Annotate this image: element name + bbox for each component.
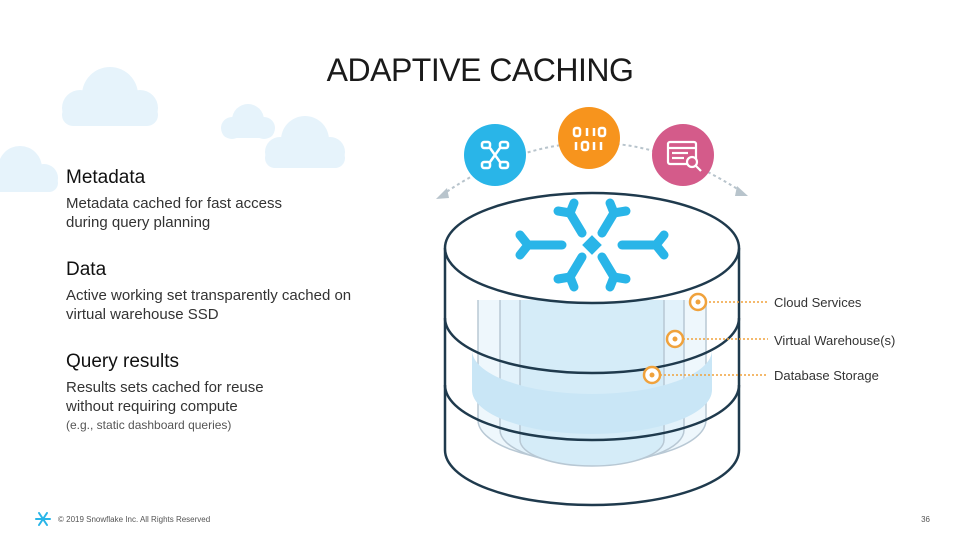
section-note: (e.g., static dashboard queries)	[66, 418, 232, 432]
layer-label-database-storage: Database Storage	[774, 368, 879, 383]
section-desc: Active working set transparently cached …	[66, 286, 351, 324]
section-metadata: Metadata Metadata cached for fast access…	[66, 167, 282, 232]
desc-line: Active working set transparently cached …	[66, 287, 352, 304]
dashboard-search-icon	[652, 124, 714, 186]
layer-leaders	[642, 292, 768, 385]
cloud-icon	[221, 104, 275, 139]
page-number: 36	[921, 515, 930, 524]
decorative-clouds	[0, 67, 345, 192]
snowflake-logo	[515, 198, 669, 292]
footer-copyright: © 2019 Snowflake Inc. All Rights Reserve…	[58, 515, 211, 524]
desc-line: Metadata cached for fast access	[66, 195, 282, 212]
desc-line: virtual warehouse SSD	[66, 306, 219, 323]
layer-label-cloud-services: Cloud Services	[774, 295, 862, 310]
footer-snowflake-icon	[35, 512, 51, 526]
section-title: Query results	[66, 351, 179, 372]
slide-title: ADAPTIVE CACHING	[326, 52, 634, 88]
cloud-icon	[265, 116, 345, 168]
desc-line: Results sets cached for reuse	[66, 379, 264, 396]
section-desc: Results sets cached for reuse without re…	[66, 378, 264, 416]
section-query-results: Query results Results sets cached for re…	[66, 351, 264, 432]
section-title: Metadata	[66, 167, 146, 188]
desc-line: without requiring compute	[66, 398, 238, 415]
binary-icon	[558, 107, 620, 169]
section-title: Data	[66, 259, 107, 280]
layer-label-virtual-warehouse: Virtual Warehouse(s)	[774, 333, 896, 348]
cloud-icon	[62, 67, 158, 126]
arrow-head-left	[436, 188, 449, 199]
section-data: Data Active working set transparently ca…	[66, 259, 351, 324]
cloud-icon	[0, 146, 58, 192]
section-desc: Metadata cached for fast access during q…	[66, 194, 282, 232]
desc-line: during query planning	[66, 214, 211, 231]
network-icon	[464, 124, 526, 186]
arrow-head-right	[735, 186, 748, 196]
